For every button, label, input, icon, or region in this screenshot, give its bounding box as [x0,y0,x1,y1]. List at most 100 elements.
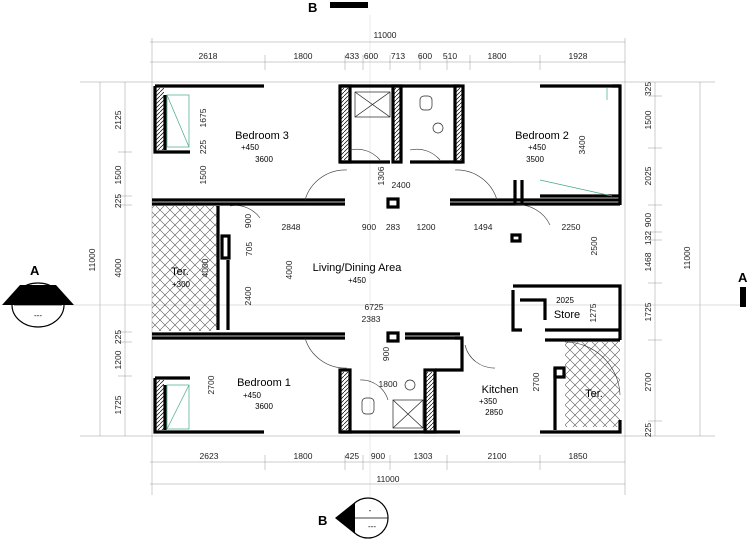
door-swings [229,148,621,401]
dim-2383: 2383 [362,314,381,324]
overall-bottom-dim: 11000 [376,474,399,484]
section-a-right-label: A [738,270,748,285]
right-dim-6: 1468 [643,252,653,271]
left-dim-4: 4000 [113,258,123,277]
overall-right-dim: 11000 [682,246,692,269]
section-marker-a-left: A - --- [2,263,74,328]
bedroom1-name: Bedroom 1 [237,377,291,389]
right-dim-3: 2025 [643,166,653,185]
section-a-left-label: A [30,263,40,278]
dim-2250: 2250 [562,222,581,232]
section-b-top-label: B [308,0,317,15]
kitchen-name: Kitchen [482,384,519,396]
toilet-top [419,95,433,111]
left-dim-6: 1200 [113,350,123,369]
shower-tray-top [354,91,391,118]
living-name: Living/Dining Area [313,262,403,274]
bedroom2-name: Bedroom 2 [515,130,569,142]
left-dim-1: 2125 [113,110,123,129]
toilet-bottom [361,397,375,415]
dim-2400-left: 2400 [243,286,253,305]
right-dim-7: 1725 [643,302,653,321]
section-marker-b-top: B [308,0,368,15]
dim-1675: 1675 [198,108,208,127]
bottom-dim-7: 1850 [569,451,588,461]
section-b-bottom-label: B [318,513,327,528]
left-dim-3: 225 [113,194,123,208]
dim-1800-bath: 1800 [379,379,398,389]
top-dim-7: 510 [443,51,457,61]
dim-6725: 6725 [365,302,384,312]
store-size: 2025 [556,296,574,305]
left-dim-2: 1500 [113,165,123,184]
terrace-right-name: Ter. [585,388,603,400]
section-b-bottom-dash2: --- [368,522,376,531]
bottom-dim-3: 425 [345,451,359,461]
section-marker-a-right: A [738,270,748,307]
dimension-lines [10,15,745,530]
dim-1500-inner: 1500 [198,165,208,184]
kitchen-size: 2850 [485,408,503,417]
overall-top-dim: 11000 [373,30,396,40]
section-marker-b-bottom: B - --- [318,497,389,539]
dim-1306: 1306 [376,166,386,185]
dim-283: 283 [386,222,400,232]
dim-3400: 3400 [577,135,587,154]
living-level: +450 [348,276,367,285]
walls [152,84,622,434]
right-terrace-hatch [565,342,620,427]
left-terrace-hatch [152,206,218,331]
bedroom2-size: 3500 [526,155,544,164]
kitchen-level: +350 [479,397,498,406]
dim-1494: 1494 [474,222,493,232]
dim-4000-living: 4000 [284,260,294,279]
dim-900-door: 900 [243,214,253,228]
top-dim-9: 1928 [569,51,588,61]
top-dim-1: 2618 [199,51,218,61]
section-a-left-dash: - [37,293,40,302]
top-dim-8: 1800 [488,51,507,61]
bottom-dim-5: 1303 [414,451,433,461]
dim-705: 705 [244,242,254,256]
left-dim-5: 225 [113,330,123,344]
right-dim-4: 900 [643,213,653,227]
left-dim-7: 1725 [113,395,123,414]
dim-2500: 2500 [589,236,599,255]
dim-225-inner: 225 [198,140,208,154]
right-dim-9: 225 [643,423,653,437]
bedroom3-size: 3600 [255,155,273,164]
right-dim-1: 325 [643,82,653,96]
top-dim-4: 600 [364,51,378,61]
windows [166,88,613,430]
bedroom3-level: +450 [241,143,260,152]
dim-900-lower: 900 [381,347,391,361]
dim-1275: 1275 [588,303,598,322]
top-dim-5: 713 [391,51,405,61]
bottom-dim-2: 1800 [294,451,313,461]
dim-900-mid: 900 [362,222,376,232]
bottom-dim-6: 2100 [488,451,507,461]
right-dim-5: 132 [643,231,653,245]
right-dim-2: 1500 [643,110,653,129]
terrace-left-level: +300 [172,280,191,289]
bottom-dim-4: 900 [371,451,385,461]
wall-infill [156,88,462,430]
bedroom1-level: +450 [243,391,262,400]
dim-2700-bedroom1: 2700 [206,375,216,394]
bottom-dim-1: 2623 [200,451,219,461]
bedroom3-name: Bedroom 3 [235,130,289,142]
right-dim-8: 2700 [643,372,653,391]
dim-2400-corridor: 2400 [392,180,411,190]
dim-1200: 1200 [417,222,436,232]
store-name: Store [554,309,580,321]
basin-top [432,122,444,134]
top-dim-6: 600 [418,51,432,61]
section-b-bottom-dash: - [369,506,372,515]
terrace-left-name: Ter. [171,266,189,278]
basin-bottom [404,379,416,391]
bedroom2-level: +450 [528,143,547,152]
fixtures [354,91,444,429]
top-dim-2: 1800 [294,51,313,61]
dim-2848: 2848 [282,222,301,232]
dim-2700-kitchen: 2700 [531,372,541,391]
